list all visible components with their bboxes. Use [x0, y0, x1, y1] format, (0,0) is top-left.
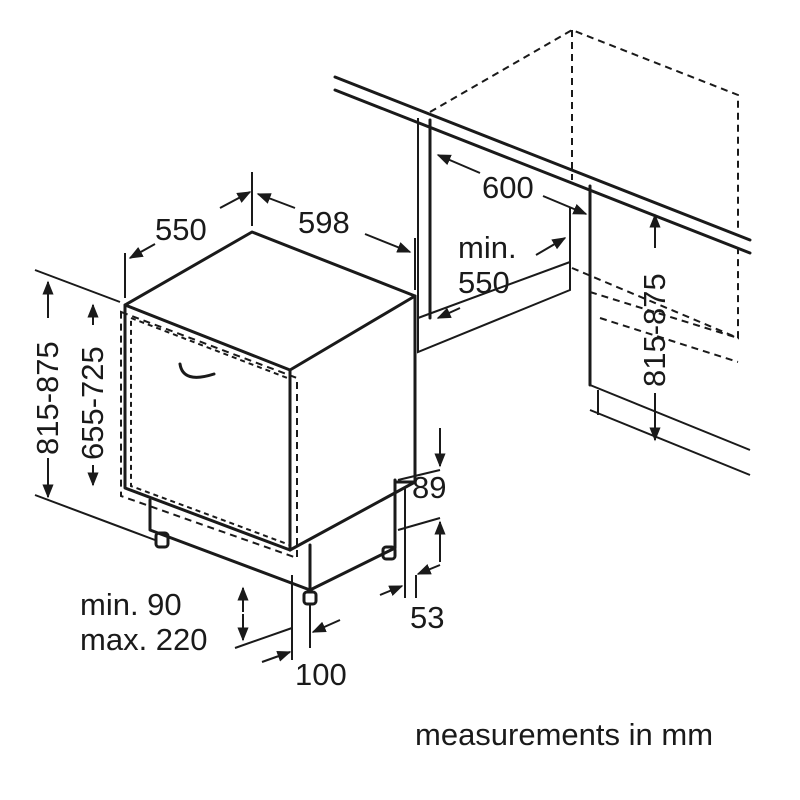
appliance-height-dimension: 815-875: [30, 269, 156, 541]
plinth-gap-label: 53: [410, 600, 444, 635]
appliance-width-dimension: 598: [256, 193, 416, 290]
niche-height-dimension: 815-875: [637, 213, 672, 442]
foot-height-dimension: min. 90 max. 220: [80, 586, 293, 657]
door-height-dimension: 655-725: [75, 303, 110, 487]
plinth-gap-dimension: 53: [379, 564, 444, 635]
niche-depth-label-line1: min.: [458, 230, 517, 265]
appliance-height-label: 815-875: [30, 341, 65, 455]
niche-depth-label-line2: 550: [458, 265, 510, 300]
niche-depth-dimension: min. 550: [436, 230, 567, 319]
foot-height-label-line1: min. 90: [80, 587, 182, 622]
appliance-width-label: 598: [298, 205, 350, 240]
plinth-height-label: 89: [412, 470, 446, 505]
niche-width-label: 600: [482, 170, 534, 205]
foot-offset-dimension: 100: [261, 575, 347, 692]
niche-height-label: 815-875: [637, 273, 672, 387]
foot-offset-label: 100: [295, 657, 347, 692]
plinth-height-dimension: 89: [397, 428, 446, 598]
units-note: measurements in mm: [415, 717, 713, 752]
appliance-depth-label: 550: [155, 212, 207, 247]
door-height-label: 655-725: [75, 346, 110, 460]
niche-width-dimension: 600: [436, 154, 588, 215]
foot-height-label-line2: max. 220: [80, 622, 208, 657]
appliance-depth-dimension: 550: [124, 172, 253, 298]
dishwasher: [120, 230, 417, 606]
kitchen-niche: [333, 28, 752, 476]
